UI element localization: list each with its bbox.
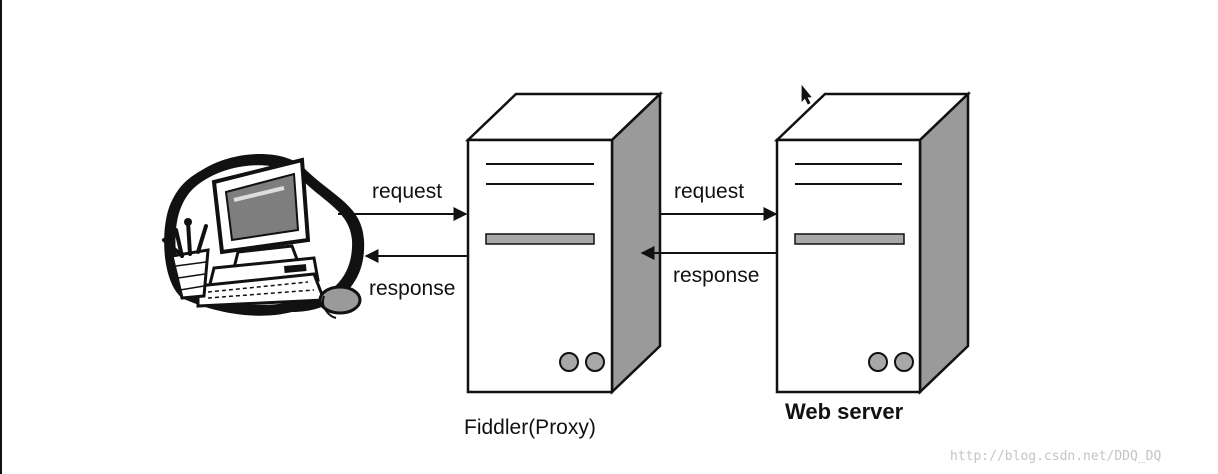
client-proxy-response-label: response — [369, 277, 455, 300]
mouse-cursor-icon — [801, 84, 812, 105]
client-proxy-request-label: request — [372, 180, 442, 203]
watermark-text: http://blog.csdn.net/DDQ_DQ — [950, 449, 1161, 464]
desktop-computer-icon — [162, 154, 365, 319]
proxy-server-tower — [464, 91, 664, 395]
proxy-server-response-label: response — [673, 264, 759, 287]
web-server-label: Web server — [785, 399, 904, 424]
web-server-tower — [773, 91, 972, 395]
proxy-server-request-label: request — [674, 180, 744, 203]
proxy-label: Fiddler(Proxy) — [464, 416, 596, 439]
